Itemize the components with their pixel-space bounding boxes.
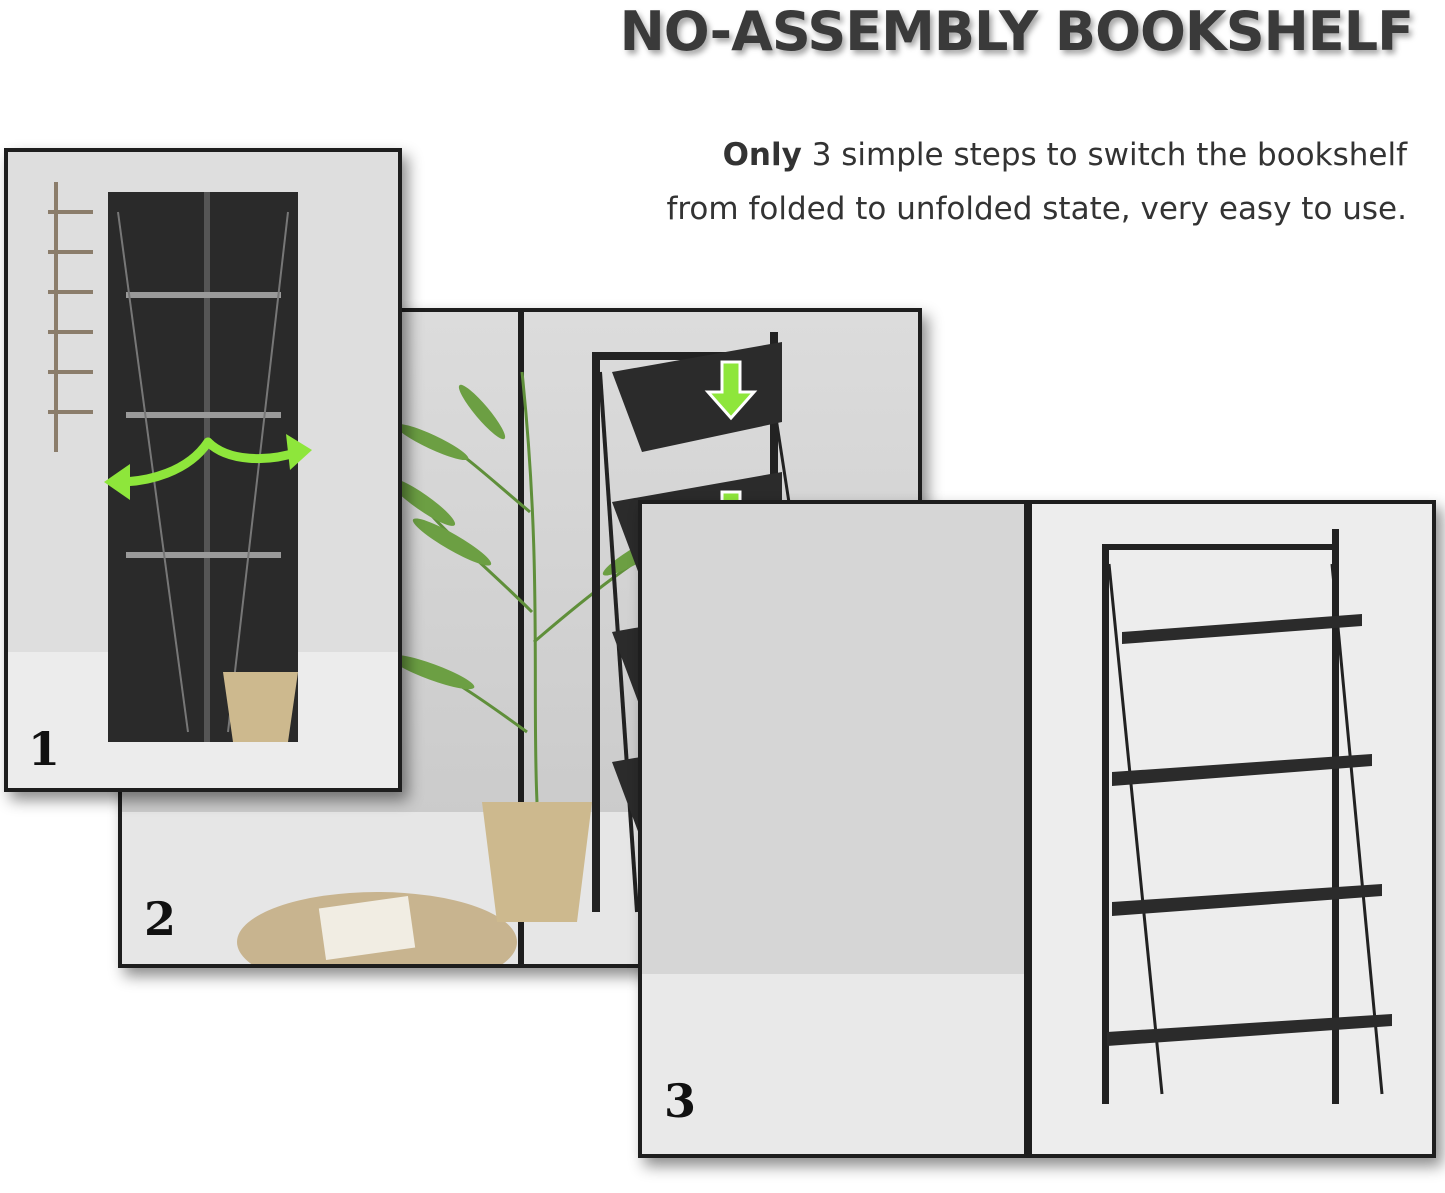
step-1-number: 1: [28, 722, 61, 776]
shelf-board: [1107, 1014, 1392, 1046]
plant-basket: [482, 802, 592, 922]
step-3-scene: [642, 504, 1432, 1154]
step-3-number: 3: [664, 1074, 697, 1128]
ladder-decor: [48, 182, 93, 452]
arrow-heads: [104, 434, 312, 500]
basket: [223, 672, 298, 742]
step-3-panel: 3: [638, 500, 1436, 1158]
panel-divider: [1024, 504, 1032, 1154]
shelf-board: [1112, 754, 1372, 786]
book: [318, 895, 416, 961]
unfolded-bookshelf: [1102, 529, 1392, 1104]
folded-bookshelf: [108, 192, 298, 742]
subtitle: Only 3 simple steps to switch the booksh…: [507, 128, 1407, 236]
step-2-number: 2: [144, 892, 177, 946]
shelf-board: [1122, 614, 1362, 644]
subtitle-line2: from folded to unfolded state, very easy…: [666, 191, 1407, 227]
step-1-scene: [8, 152, 398, 788]
subtitle-rest: 3 simple steps to switch the bookshelf: [811, 137, 1407, 173]
subtitle-bold: Only: [722, 137, 802, 173]
down-arrow-icon: [704, 360, 758, 421]
shelf-board: [1112, 884, 1382, 916]
panel-divider: [518, 312, 524, 964]
page-title: NO-ASSEMBLY BOOKSHELF: [619, 0, 1414, 63]
step-1-panel: 1: [4, 148, 402, 792]
